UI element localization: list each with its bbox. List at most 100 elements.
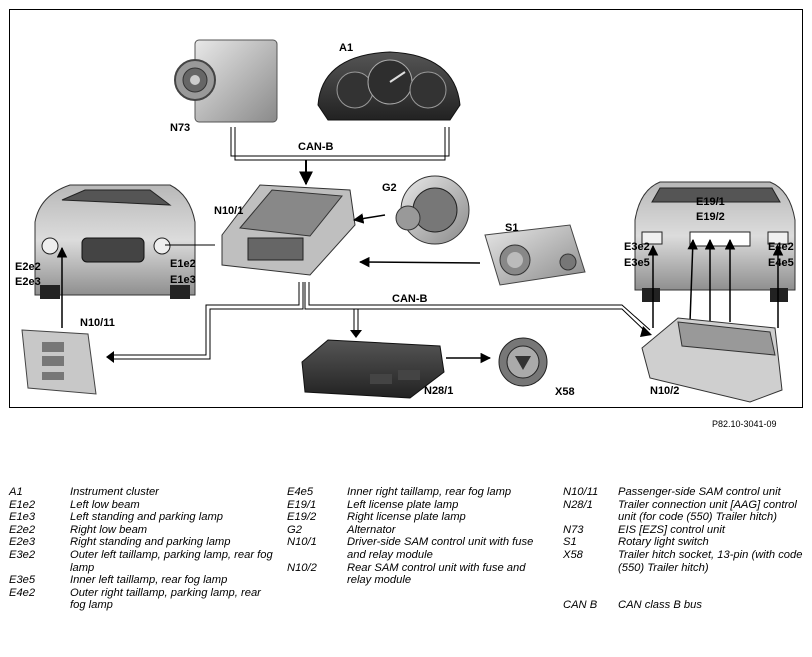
legend-item: A1 Instrument cluster [9, 486, 274, 499]
legend-desc: Left standing and parking lamp [70, 511, 223, 524]
passenger-sam-unit-image [21, 329, 97, 395]
label-n73: N73 [170, 122, 191, 134]
label-e19-2: E19/2 [696, 211, 725, 223]
legend-item: X58 Trailer hitch socket, 13-pin (with co… [563, 549, 809, 574]
legend-item: E2e2 Right low beam [9, 524, 274, 537]
legend-code: N73 [563, 523, 584, 536]
legend-item: N10/2 Rear SAM control unit with fuse and… [287, 562, 549, 587]
label-e19-1: E19/1 [696, 196, 725, 208]
label-s1: S1 [505, 222, 519, 234]
legend-desc: Inner right taillamp, rear fog lamp [347, 486, 512, 498]
legend-code: N10/2 [287, 561, 317, 574]
legend-item: N73 EIS [EZS] control unit [563, 524, 809, 537]
can-b-top-bus [230, 127, 450, 186]
legend-item: N10/1 Driver-side SAM control unit with f… [287, 536, 549, 561]
label-e1e2: E1e2 [170, 258, 196, 270]
legend-desc: Left low beam [70, 498, 140, 511]
label-can-b-top: CAN-B [298, 141, 334, 153]
label-n10-2: N10/2 [650, 385, 680, 397]
legend-item: E4e2 Outer right taillamp, parking lamp, … [9, 587, 274, 612]
light-switch-image [484, 224, 586, 286]
legend-column-1: A1 Instrument cluster E1e2 Left low beam E… [9, 486, 274, 612]
can-b-arrow-down [350, 330, 362, 338]
legend-item: E3e5 Inner left taillamp, rear fog lamp [9, 574, 274, 587]
can-b-arrow-left [106, 351, 114, 363]
instrument-cluster-image [317, 51, 461, 121]
legend-code: CAN B [563, 599, 598, 612]
legend-desc: Rear SAM control unit with fuse and rela… [347, 561, 526, 587]
label-n28-1: N28/1 [424, 385, 454, 397]
trailer-socket-image [498, 337, 548, 387]
legend-code: N10/1 [287, 536, 317, 549]
legend-desc: Right standing and parking lamp [70, 536, 231, 549]
s1-to-n10-1-arrow [358, 256, 481, 268]
legend-code: E2e2 [9, 523, 36, 536]
driver-sam-unit-image [221, 184, 356, 276]
legend-desc: Outer left taillamp, parking lamp, rear … [70, 548, 273, 574]
legend-item: E1e3 Left standing and parking lamp [9, 511, 274, 524]
can-b-bottom-bus [114, 282, 651, 360]
n10-2-to-rear-lamps-arrows [647, 238, 784, 328]
front-car-image [34, 184, 196, 299]
label-e4e2: E4e2 [768, 241, 794, 253]
legend-code: A1 [9, 486, 23, 498]
rear-sam-unit-image [641, 317, 783, 403]
legend-code: E3e5 [9, 574, 36, 587]
label-x58: X58 [555, 386, 575, 398]
legend-item: E1e2 Left low beam [9, 499, 274, 512]
legend-code: E4e2 [9, 586, 36, 599]
eis-control-unit-image [174, 39, 278, 123]
legend-desc: Left license plate lamp [347, 498, 459, 511]
legend-desc: Trailer connection unit [AAG] control un… [618, 498, 797, 524]
label-e1e3: E1e3 [170, 274, 196, 286]
legend-desc: Alternator [347, 523, 396, 536]
label-e2e3: E2e3 [15, 276, 41, 288]
label-can-b-bottom: CAN-B [392, 293, 428, 305]
legend-code: E2e3 [9, 536, 36, 549]
legend-desc: Outer right taillamp, parking lamp, rear… [70, 586, 261, 612]
legend-item: E19/2 Right license plate lamp [287, 511, 549, 524]
legend-code: N28/1 [563, 498, 593, 511]
label-e2e2: E2e2 [15, 261, 41, 273]
legend-desc: Rotary light switch [618, 536, 709, 549]
label-n10-11: N10/11 [80, 317, 115, 329]
label-e3e5: E3e5 [624, 257, 650, 269]
legend-desc: Instrument cluster [70, 486, 159, 498]
legend-spacer [563, 574, 809, 599]
alternator-image [395, 175, 470, 245]
label-e3e2: E3e2 [624, 241, 650, 253]
legend-code: N10/11 [563, 486, 599, 498]
legend-desc: Right low beam [70, 523, 148, 536]
legend-desc: Trailer hitch socket, 13-pin (with code … [618, 548, 803, 574]
legend-code: X58 [563, 548, 583, 561]
legend-code: E4e5 [287, 486, 314, 498]
legend-code: S1 [563, 536, 577, 549]
legend-code: E1e2 [9, 498, 36, 511]
legend-desc: EIS [EZS] control unit [618, 523, 725, 536]
label-e4e5: E4e5 [768, 257, 794, 269]
rear-car-image [634, 181, 796, 302]
legend-item: E4e5 Inner right taillamp, rear fog lamp [287, 486, 549, 499]
g2-to-n10-1-arrow [352, 213, 386, 224]
legend-desc: Inner left taillamp, rear fog lamp [70, 574, 228, 587]
legend-desc: Right license plate lamp [347, 511, 466, 524]
label-n10-1: N10/1 [214, 205, 244, 217]
legend-desc: Driver-side SAM control unit with fuse a… [347, 536, 534, 561]
figure-reference: P82.10-3041-09 [712, 419, 777, 429]
label-g2: G2 [382, 182, 397, 194]
legend-item: S1 Rotary light switch [563, 536, 809, 549]
diagram-graphics [21, 39, 796, 403]
legend-item: E2e3 Right standing and parking lamp [9, 536, 274, 549]
wiring-diagram: A1 N73 CAN-B G2 N10/1 S1 E2e2 E2e3 E1e2 … [9, 9, 803, 408]
can-b-arrow-right [640, 326, 652, 337]
legend-code: E19/2 [287, 511, 317, 524]
legend-code: E1e3 [9, 511, 36, 524]
legend-item: N28/1 Trailer connection unit [AAG] contr… [563, 499, 809, 524]
